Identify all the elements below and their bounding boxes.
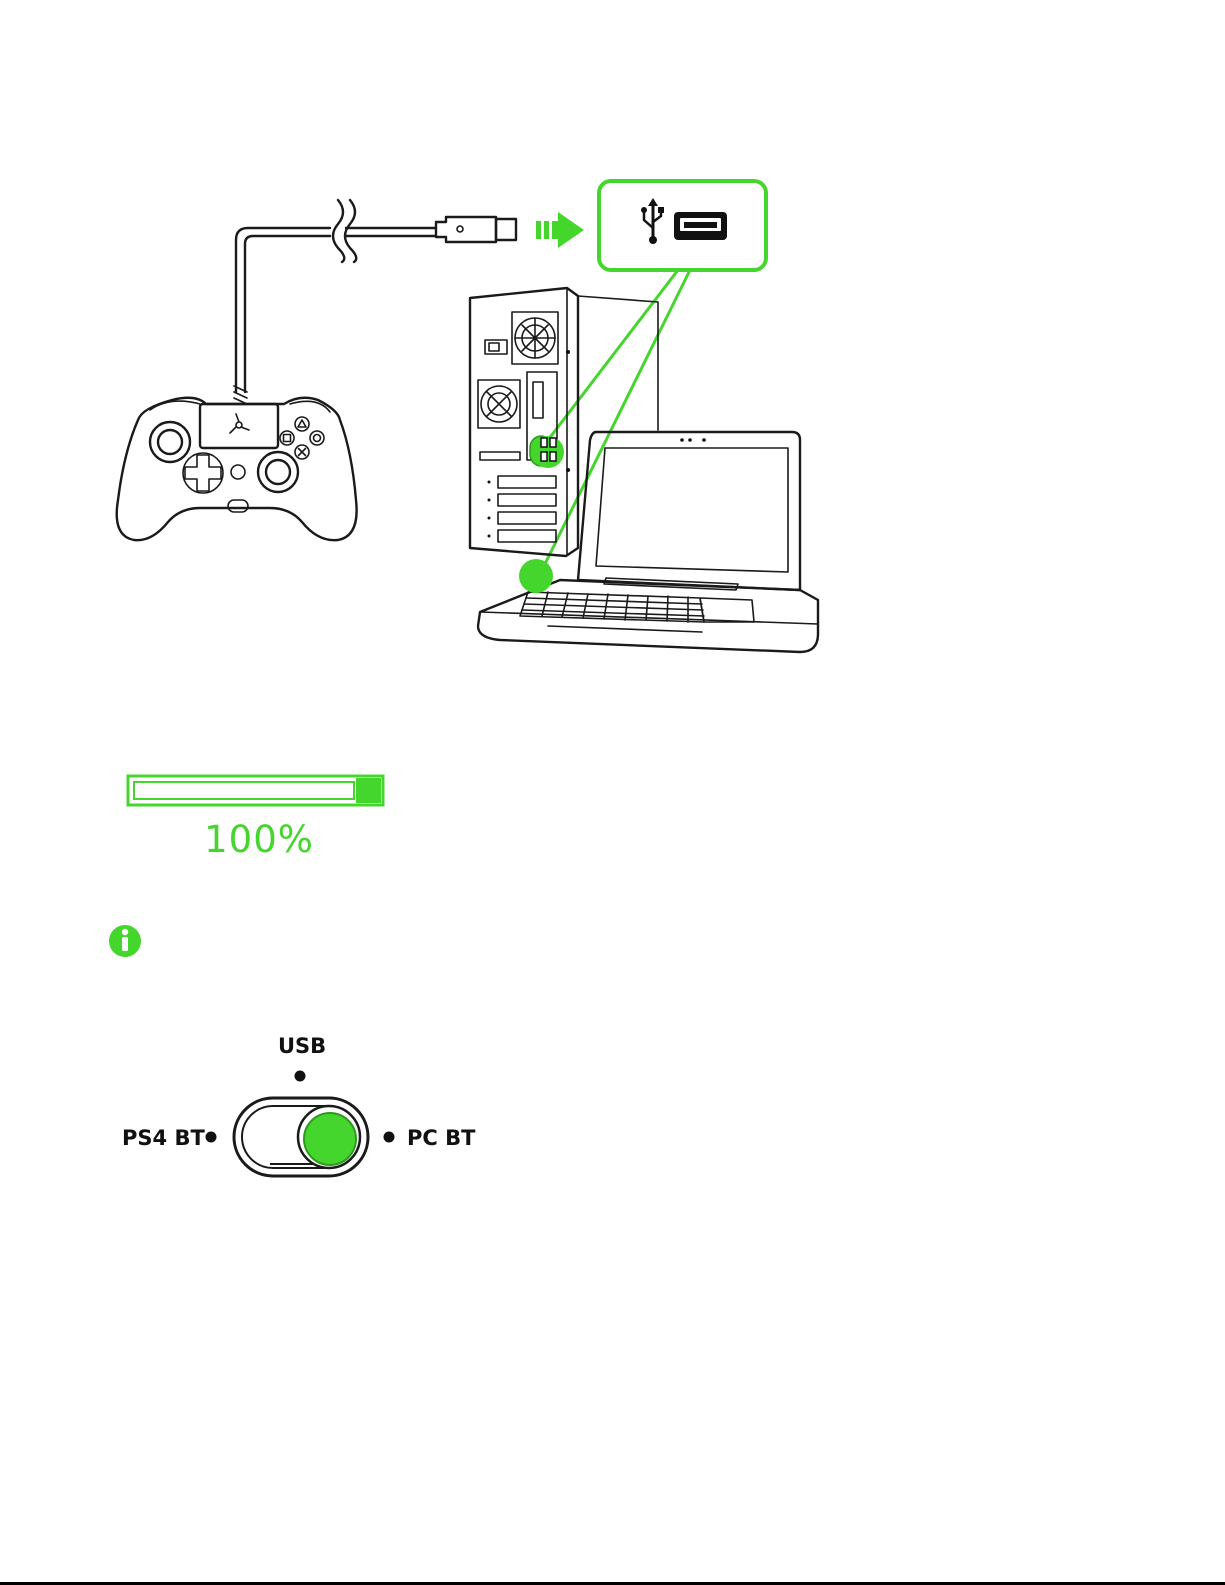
desktop-tower-icon [470,288,658,556]
mode-switch [206,1071,395,1177]
pc-bt-indicator-dot [384,1132,395,1143]
switch-track [234,1098,368,1176]
battery-progress-bar [128,776,383,805]
battery-terminal [356,778,381,803]
usb-indicator-dot [295,1071,306,1082]
usb-cable-icon [234,200,516,404]
connection-illustration [0,0,1225,700]
usb-mode-label: USB [278,1034,326,1058]
ps4-bt-indicator-dot [206,1132,217,1143]
battery-percentage-label: 100% [128,818,390,861]
battery-progress-fill [134,782,354,799]
info-icon [109,925,141,957]
usb-port-icon [674,212,727,240]
razer-logo-icon [230,414,249,433]
pc-bt-mode-label: PC BT [407,1126,475,1150]
game-controller-icon [117,398,357,540]
ps4-bt-mode-label: PS4 BT [122,1126,205,1150]
switch-knob [298,1106,360,1168]
arrow-right-icon [536,212,584,248]
usb-port-callout [540,181,766,574]
